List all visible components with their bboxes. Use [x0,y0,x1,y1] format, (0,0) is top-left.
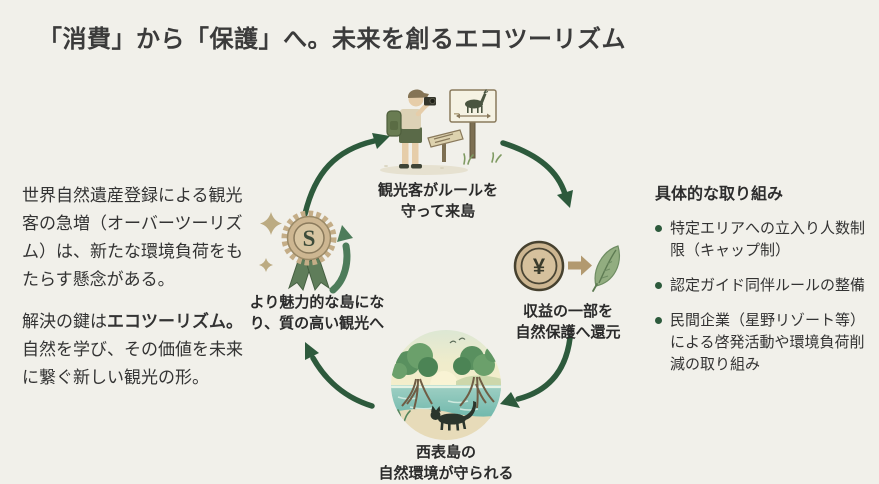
solution-keyword: エコツーリズム。 [107,312,243,331]
problem-paragraph: 世界自然遺産登録による観光客の急増（オーバーツーリズム）は、新たな環境負荷をもた… [22,186,243,289]
right-arrow-icon [568,255,592,276]
bullet-dot [655,282,662,289]
bullet-dot [655,225,662,232]
list-item: 民間企業（星野リゾート等）による啓発活動や環境負荷削減の取り組み [655,310,867,376]
yen-coin-to-leaf-icon: ¥ [513,240,620,292]
list-item: 認定ガイド同伴ルールの整備 [655,275,867,297]
medal-ribbons [288,257,330,292]
solution-prefix: 解決の鍵は [22,312,107,331]
cycle-step-label: 西表島の 自然環境が守られる [378,444,514,482]
cycle-step-label: より魅力的な島にな り、質の高い観光へ [249,294,385,332]
initiatives-list: 特定エリアへの立入り人数制限（キャップ制） 認定ガイド同伴ルールの整備 民間企業… [655,218,867,376]
arrowhead-icon [305,342,319,360]
arrowhead-icon [557,190,573,208]
medal-letter: S [303,226,316,251]
grass-icon [463,152,502,165]
tourist-figure [386,89,436,169]
yen-coin-icon: ¥ [513,240,565,292]
iriomote-cat-icon [430,401,477,431]
info-plaque-icon [427,129,464,162]
leaf-icon [592,245,620,292]
cycle-step-quality: S より魅力的な島にな り、質の高い観光へ [238,198,396,334]
birds-icon [449,337,466,344]
growth-up-arrow-icon [329,225,353,294]
initiatives-panel: 具体的な取り組み 特定エリアへの立入り人数制限（キャップ制） 認定ガイド同伴ルー… [655,180,867,389]
cycle-step-label: 収益の一部を 自然保護へ還元 [515,303,621,341]
cycle-step-nature: 西表島の 自然環境が守られる [365,329,527,484]
sparkle-icon [259,258,273,272]
mangrove-and-iriomote-cat-illustration-icon [391,330,501,440]
solution-rest: 自然を学び、その価値を未来に繋ぐ新しい観光の形。 [22,340,243,387]
mangrove-tree-icon [391,343,438,410]
cycle-step-revenue: ¥ 収益の一部を 自然保護へ還元 [503,238,633,343]
intro-panel: 世界自然遺産登録による観光客の急増（オーバーツーリズム）は、新たな環境負荷をもた… [22,182,254,392]
bullet-dot [655,317,662,324]
initiatives-heading: 具体的な取り組み [655,186,784,203]
medal-rosette: S [281,210,337,266]
yen-symbol: ¥ [533,254,546,279]
sparkle-icon [260,212,282,235]
tourist-illustration-icon [380,89,502,175]
quality-medal-icon: S [259,210,353,294]
page-title: 「消費」から「保護」へ。未来を創るエコツーリズム [38,26,626,53]
solution-paragraph: 解決の鍵はエコツーリズム。自然を学び、その価値を未来に繋ぐ新しい観光の形。 [22,308,254,392]
list-item: 特定エリアへの立入り人数制限（キャップ制） [655,218,867,262]
cycle-step-tourists: 観光客がルールを 守って来島 [347,80,529,222]
deer-sign-icon [449,89,497,159]
cycle-step-label: 観光客がルールを 守って来島 [377,182,498,220]
arrow-nature-to-quality [310,355,375,409]
